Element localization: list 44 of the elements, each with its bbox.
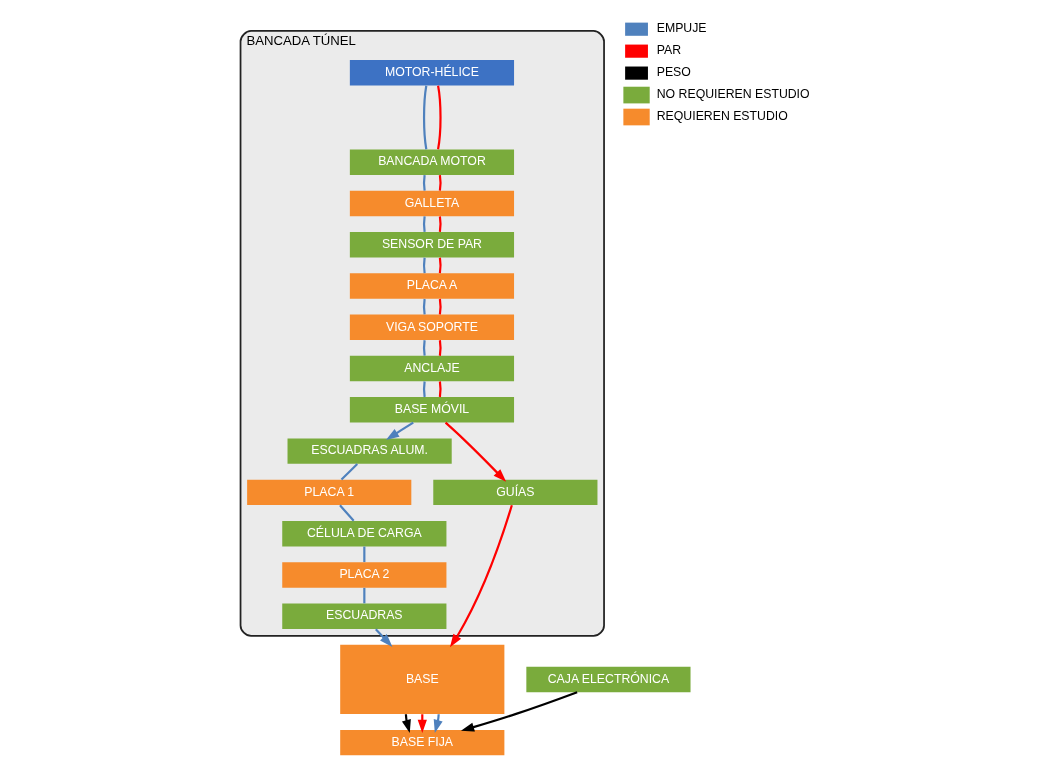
connector xyxy=(438,216,442,233)
connector xyxy=(436,85,442,150)
connector xyxy=(422,85,427,150)
arrow xyxy=(433,714,443,733)
node-box: GUÍAS xyxy=(432,479,597,506)
node-box: PLACA 2 xyxy=(281,562,446,588)
connector xyxy=(422,298,426,315)
node-box: BANCADA MOTOR xyxy=(349,149,514,175)
node-box: ANCLAJE xyxy=(349,355,514,382)
arrow xyxy=(449,504,513,648)
node-box: VIGA SOPORTE xyxy=(349,314,514,341)
node-box: ESCUADRAS ALUM. xyxy=(287,438,452,464)
legend-label: PESO xyxy=(656,65,691,80)
connector xyxy=(438,175,442,191)
node-box: GALLETA xyxy=(349,190,514,217)
connector xyxy=(340,463,358,481)
arrow xyxy=(385,421,414,440)
arrow xyxy=(444,421,506,482)
connector xyxy=(438,340,442,356)
node-box: SENSOR DE PAR xyxy=(349,232,514,258)
connector xyxy=(438,257,442,274)
node-box: CÉLULA DE CARGA xyxy=(281,520,446,547)
legend-label: NO REQUIEREN ESTUDIO xyxy=(656,87,810,102)
legend-label: REQUIEREN ESTUDIO xyxy=(656,109,788,124)
connector xyxy=(422,175,426,191)
node-box: CAJA ELECTRÓNICA xyxy=(525,666,691,693)
node-box: PLACA 1 xyxy=(246,479,411,506)
legend-label: EMPUJE xyxy=(656,21,707,36)
connector xyxy=(438,298,442,315)
node-box: BASE MÓVIL xyxy=(349,397,514,423)
connector xyxy=(338,504,354,522)
legend-label: PAR xyxy=(656,43,681,58)
arrow xyxy=(460,691,578,732)
connector xyxy=(422,381,426,398)
connector xyxy=(422,257,426,274)
node-box: BASE xyxy=(339,644,504,715)
connector xyxy=(422,340,426,356)
node-box: MOTOR-HÉLICE xyxy=(349,59,514,86)
node-box: ESCUADRAS xyxy=(281,603,446,629)
node-box: BASE FIJA xyxy=(339,729,504,756)
connector xyxy=(422,216,426,233)
arrow xyxy=(374,628,392,647)
node-box: PLACA A xyxy=(349,273,514,299)
connector xyxy=(438,381,442,398)
